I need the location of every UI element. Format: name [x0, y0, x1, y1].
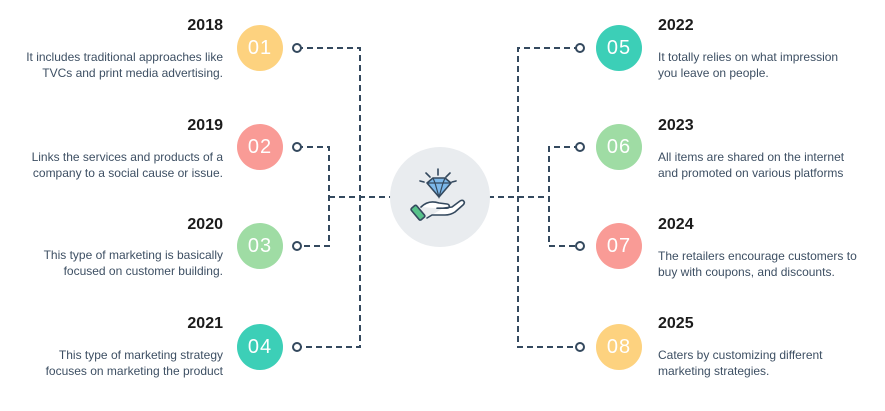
badge-07: 07 — [596, 223, 642, 269]
badge-05: 05 — [596, 25, 642, 71]
year-2019: 2019 — [187, 117, 223, 134]
dot-05 — [575, 43, 585, 53]
desc-2024: The retailers encourage customers to buy… — [658, 249, 857, 279]
year-2023: 2023 — [658, 117, 694, 134]
dot-03 — [292, 241, 302, 251]
badge-02: 02 — [237, 124, 283, 170]
connector-02 — [297, 146, 330, 247]
dot-02 — [292, 142, 302, 152]
badge-03: 03 — [237, 223, 283, 269]
desc-2025: Caters by customizing different marketin… — [658, 348, 823, 378]
desc-2020: This type of marketing is basically focu… — [43, 248, 223, 278]
desc-2023: All items are shared on the internet and… — [658, 150, 845, 180]
badge-08: 08 — [596, 324, 642, 370]
dot-04 — [292, 342, 302, 352]
dot-07 — [575, 241, 585, 251]
year-2018: 2018 — [187, 17, 223, 34]
year-2025: 2025 — [658, 315, 694, 332]
dot-08 — [575, 342, 585, 352]
desc-2018: It includes traditional approaches like … — [26, 50, 223, 80]
badge-04: 04 — [237, 324, 283, 370]
connector-06 — [548, 146, 580, 247]
badge-01: 01 — [237, 25, 283, 71]
year-2022: 2022 — [658, 17, 694, 34]
year-2020: 2020 — [187, 216, 223, 233]
desc-2022: It totally relies on what impression you… — [658, 50, 839, 80]
year-2021: 2021 — [187, 315, 223, 332]
diamond-in-hand-icon — [410, 168, 466, 221]
badge-06: 06 — [596, 124, 642, 170]
desc-2019: Links the services and products of a com… — [31, 150, 223, 180]
dot-01 — [292, 43, 302, 53]
desc-2021: This type of marketing strategy focuses … — [45, 348, 223, 378]
dot-06 — [575, 142, 585, 152]
year-2024: 2024 — [658, 216, 694, 233]
